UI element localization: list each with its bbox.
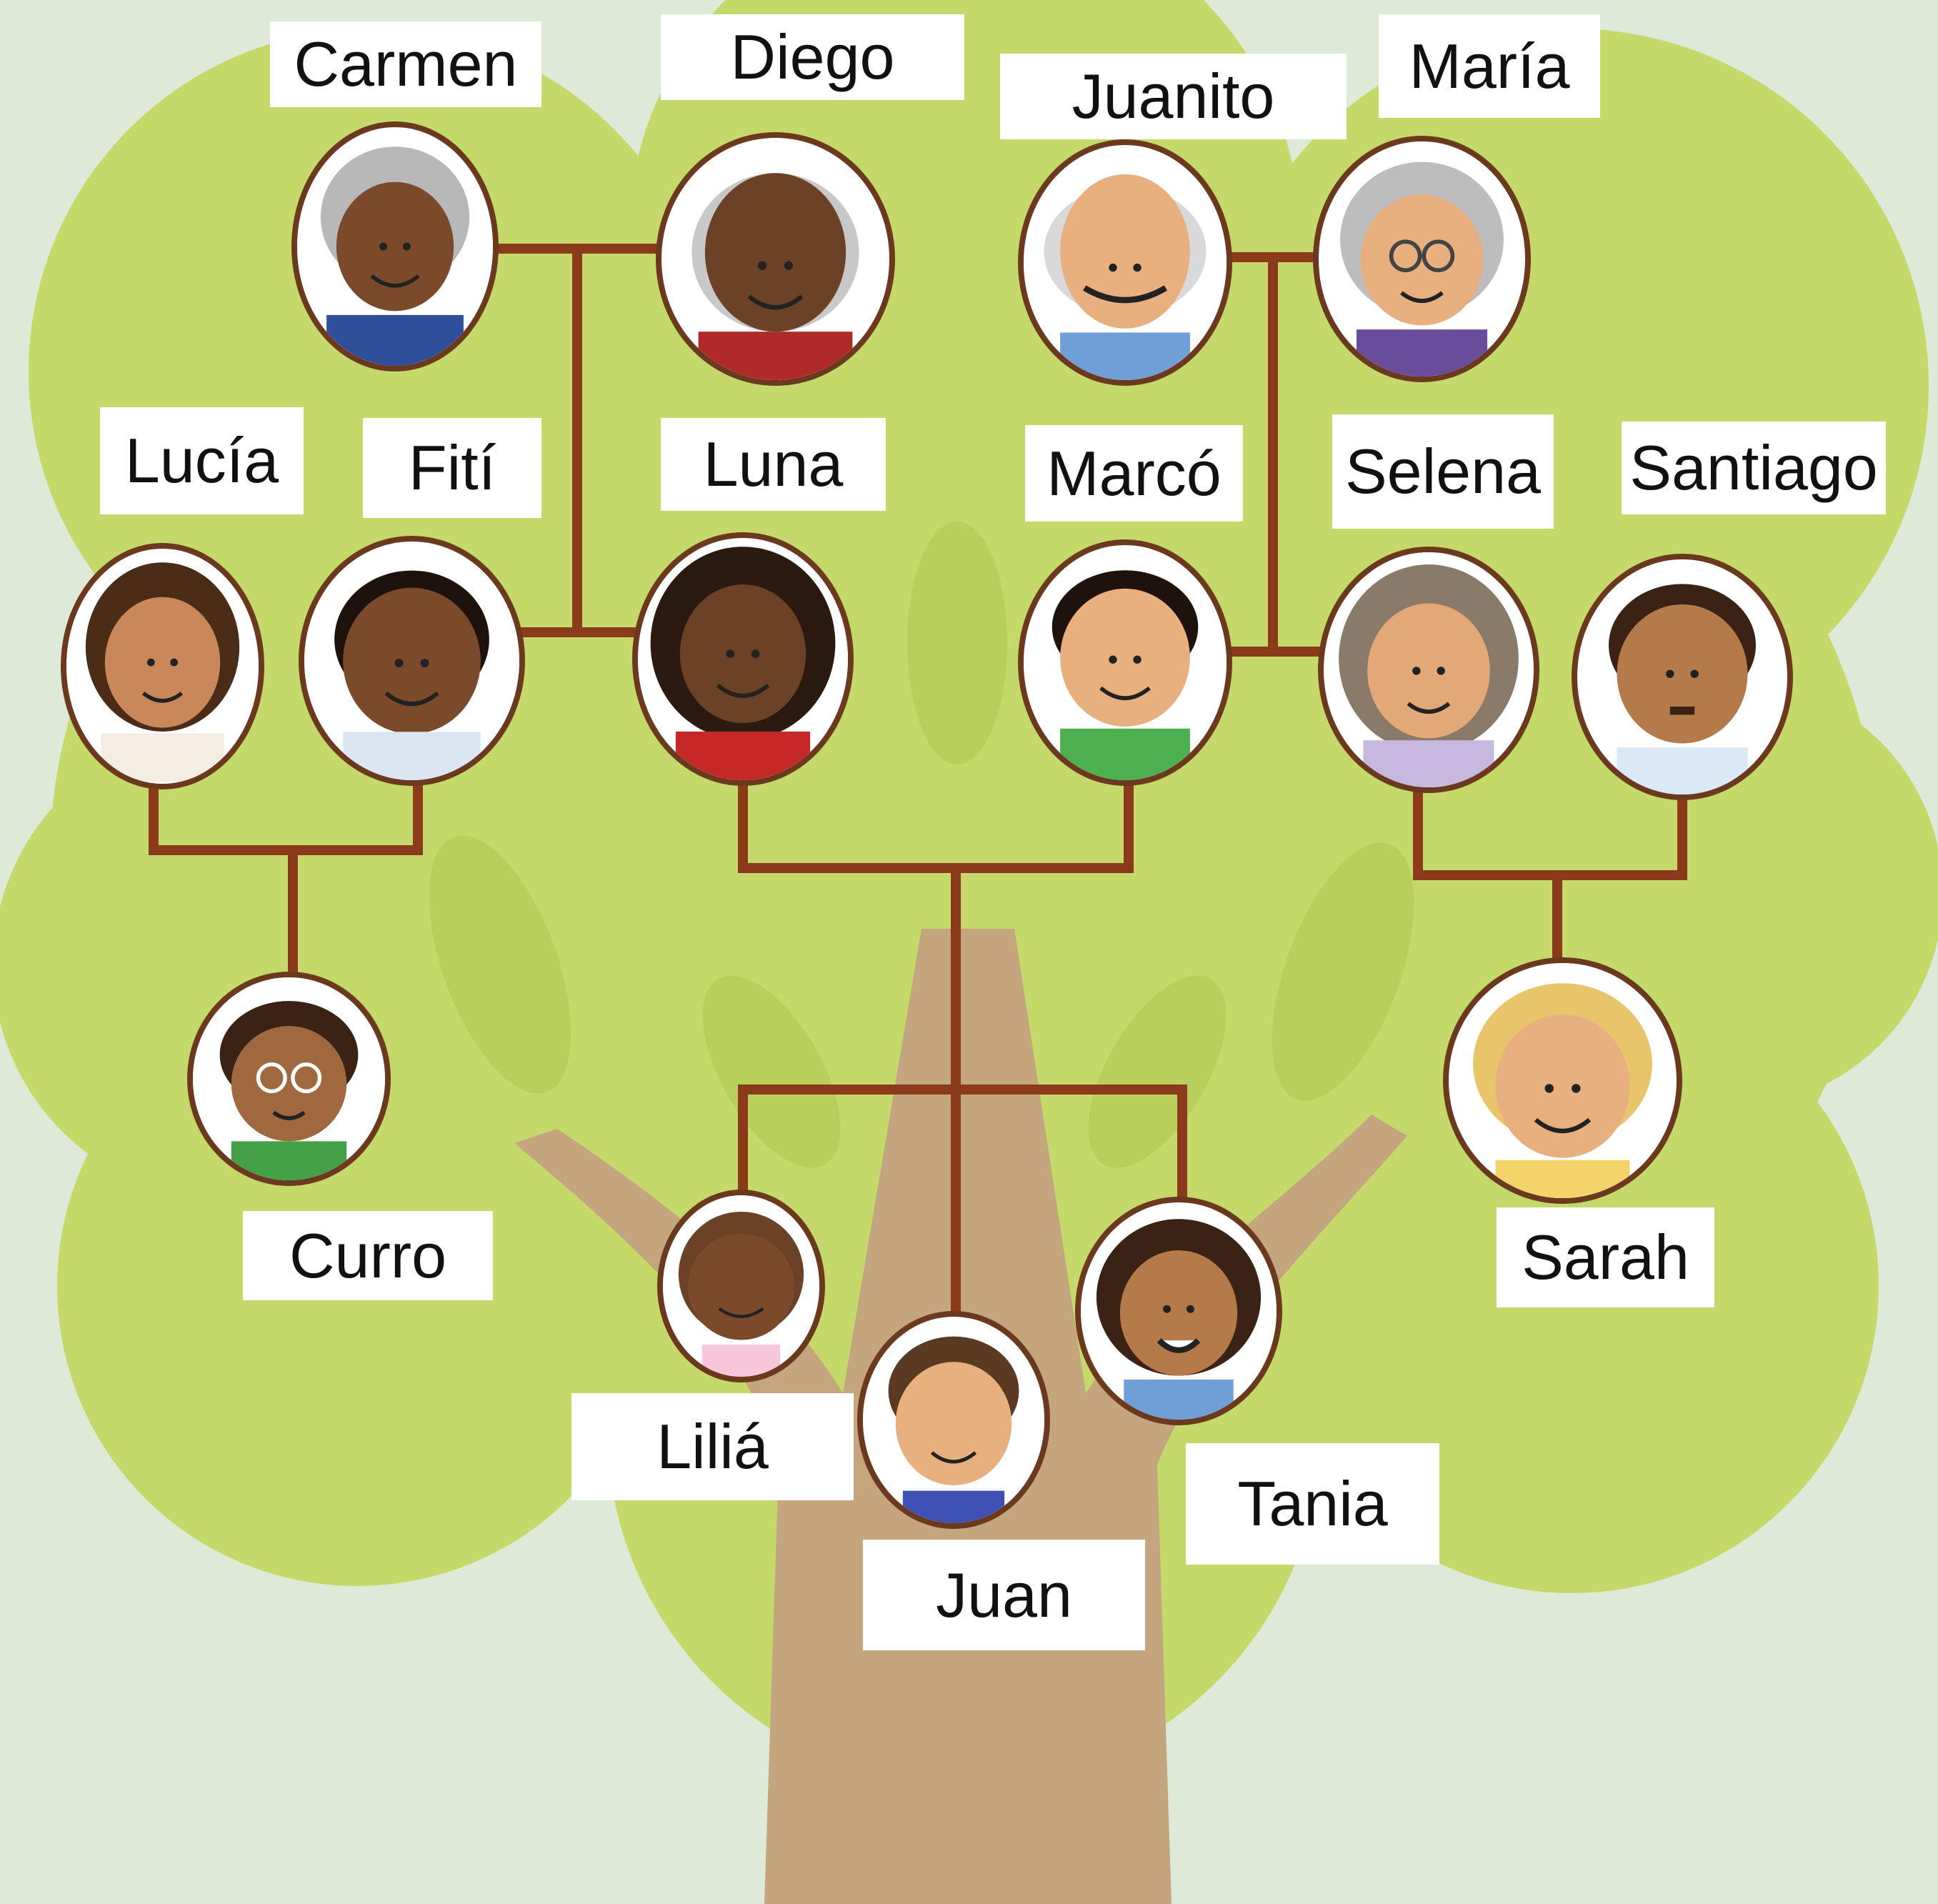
avatar-lilia	[657, 1190, 825, 1382]
carmen-face-icon	[297, 129, 493, 366]
lilia-face-icon	[663, 1196, 819, 1377]
avatar-luna	[632, 532, 854, 786]
avatar-juanito	[1018, 139, 1232, 386]
avatar-lucia	[61, 543, 264, 789]
maria-face-icon	[1319, 141, 1524, 377]
avatar-sarah	[1443, 957, 1682, 1204]
name-label-curro: Curro	[243, 1211, 493, 1300]
avatar-marco	[1018, 539, 1232, 786]
avatar-selena	[1318, 547, 1539, 793]
curro-face-icon	[193, 977, 385, 1180]
name-label-luna: Luna	[661, 418, 886, 511]
avatar-santiago	[1572, 554, 1793, 800]
juanito-face-icon	[1024, 146, 1227, 380]
name-label-fiti: Fití	[363, 418, 541, 518]
name-label-selena: Selena	[1332, 414, 1554, 529]
lucia-face-icon	[66, 551, 259, 782]
avatar-tania	[1075, 1197, 1282, 1425]
santiago-face-icon	[1579, 559, 1785, 794]
tania-face-icon	[1081, 1203, 1277, 1420]
avatar-fiti	[299, 536, 525, 786]
avatar-juan	[857, 1311, 1050, 1529]
luna-face-icon	[638, 538, 848, 780]
name-label-marco: Marcó	[1025, 425, 1243, 522]
diego-face-icon	[665, 138, 886, 380]
avatar-diego	[656, 132, 895, 386]
name-label-santiago: Santiago	[1622, 422, 1886, 514]
avatar-carmen	[291, 121, 499, 372]
name-label-juan: Juan	[863, 1540, 1145, 1650]
sarah-face-icon	[1450, 963, 1675, 1198]
selena-face-icon	[1326, 552, 1532, 787]
avatar-curro	[187, 972, 391, 1186]
name-label-lilia: Liliá	[571, 1393, 854, 1500]
name-label-juanito: Juanito	[1000, 54, 1347, 139]
juan-face-icon	[863, 1318, 1044, 1523]
marco-face-icon	[1024, 546, 1227, 780]
family-connectors	[149, 244, 1687, 1316]
name-label-maria: María	[1379, 14, 1600, 118]
name-label-diego: Diego	[661, 14, 964, 100]
name-label-lucia: Lucía	[100, 407, 304, 514]
name-label-carmen: Carmen	[270, 21, 541, 107]
fiti-face-icon	[304, 542, 519, 780]
avatar-maria	[1313, 136, 1531, 382]
name-label-sarah: Sarah	[1497, 1207, 1714, 1307]
name-label-tania: Tania	[1186, 1443, 1439, 1565]
